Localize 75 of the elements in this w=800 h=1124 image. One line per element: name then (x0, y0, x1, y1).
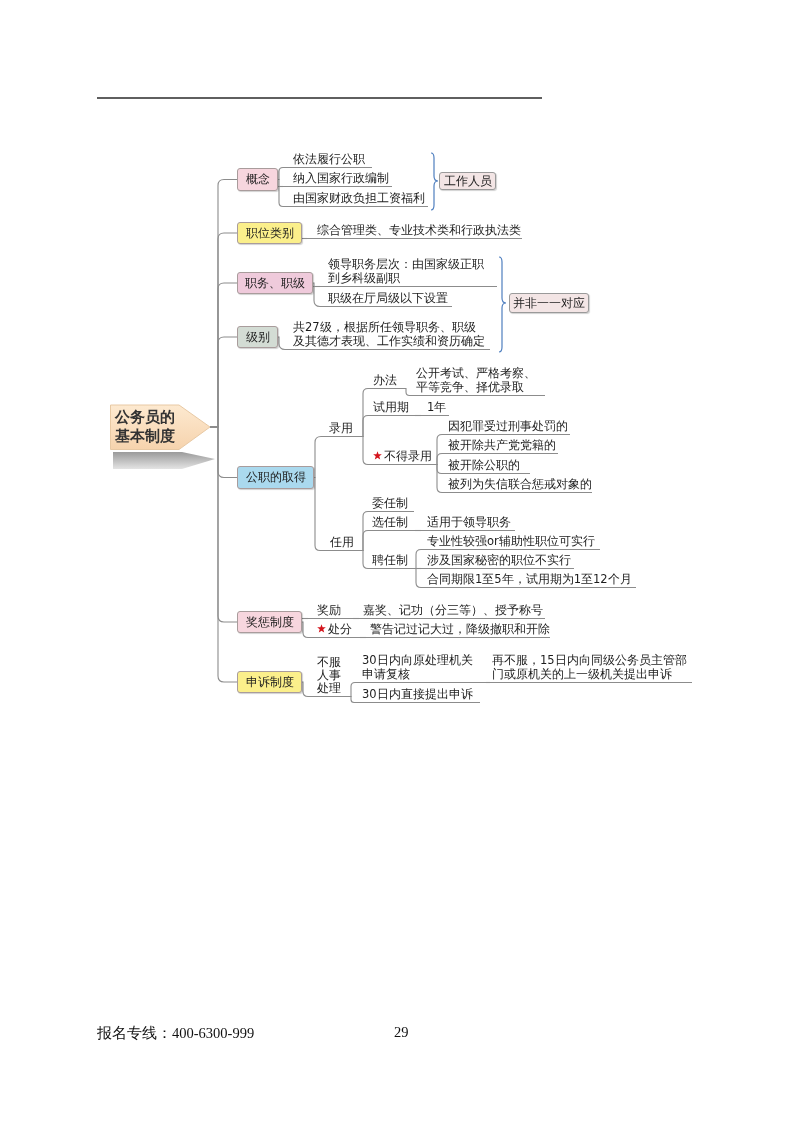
underlined-topic: 被开除公职的 (442, 458, 530, 474)
connector-line (435, 452, 443, 466)
connector-line (301, 237, 308, 240)
underlined-topic: 委任制 (368, 496, 414, 512)
underlined-topic (368, 449, 436, 465)
branch-box: 奖惩制度 (237, 611, 302, 633)
topic-text: 处分 (328, 622, 352, 636)
underlined-topic: 职级在厅局级以下设置 (320, 291, 452, 307)
underlined-topic: 1年 (421, 400, 449, 416)
branch-box: 职务、职级 (237, 272, 313, 294)
underlined-topic: 领导职务层次：由国家级正职到乡科级副职 (320, 258, 497, 287)
branch-box: 公职的取得 (237, 466, 314, 489)
connector-line (361, 414, 369, 438)
underlined-topic: 因犯罪受过刑事处罚的 (442, 419, 570, 435)
connector-line (352, 617, 360, 620)
connector-line (361, 435, 369, 466)
underlined-topic: 公开考试、严格考察、平等竞争、择优录取 (411, 367, 545, 396)
underlined-topic: 30日内直接提出申诉 (355, 687, 480, 703)
underlined-topic: 警告记过记大过，降级撤职和开除 (366, 622, 550, 638)
connector-line (277, 178, 284, 208)
branch-box: 级别 (237, 326, 278, 348)
underlined-topic: 被开除共产党党籍的 (442, 438, 558, 454)
underlined-topic: 录用 (321, 421, 362, 437)
underlined-topic: 专业性较强or辅助性职位可实行 (421, 534, 600, 550)
summary-box: 工作人员 (439, 172, 496, 190)
connector-line (301, 681, 309, 698)
branch-box: 申诉制度 (237, 671, 302, 693)
connector-line (313, 435, 322, 479)
footer-hotline: 报名专线：400-6300-999 (97, 1024, 255, 1043)
connector-line (277, 336, 286, 351)
branch-box: 概念 (237, 168, 278, 191)
underlined-topic: 30日内向原处理机关申请复核 (355, 654, 486, 683)
underlined-topic: 涉及国家秘密的职位不实行 (421, 553, 574, 569)
branch-box: 职位类别 (237, 222, 302, 244)
underlined-topic: 共27级，根据所任领导职务、职级及其德才表现、工作实绩和资历确定 (285, 321, 490, 350)
summary-box: 并非一一对应 (509, 293, 589, 313)
underlined-topic: 嘉奖、记功（分三等）、授予称号 (359, 603, 545, 619)
connector-line (485, 681, 491, 684)
underlined-topic: 被列为失信联合惩戒对象的 (442, 477, 592, 493)
connector-line (359, 636, 367, 639)
connector-line (301, 617, 309, 620)
connector-line (312, 282, 321, 308)
page-number: 29 (394, 1024, 409, 1041)
connector-line (404, 387, 412, 397)
underlined-topic: 奖励 (308, 603, 353, 619)
underlined-topic (308, 622, 360, 638)
connector-line (313, 476, 321, 552)
underlined-topic: 聘任制 (368, 553, 415, 569)
topic-text: 不得录用 (384, 449, 432, 463)
connector-line (435, 463, 443, 494)
underlined-topic: 综合管理类、专业技术类和行政执法类 (307, 223, 522, 239)
connector-line (414, 567, 422, 589)
connector-line (361, 549, 369, 570)
connector-line (277, 185, 284, 188)
underlined-topic: 选任制 (368, 515, 415, 531)
connector-line (414, 567, 422, 570)
underlined-topic: 办法 (368, 373, 405, 389)
connector-line (414, 529, 422, 532)
connector-line (312, 285, 321, 288)
connector-line (414, 548, 422, 570)
connector-line (414, 414, 422, 417)
underlined-topic: 由国家财政负担工资福利 (283, 191, 428, 207)
underlined-topic: 任用 (320, 535, 362, 551)
underlined-topic: 依法履行公职 (283, 152, 372, 168)
underlined-topic: 再不服，15日内向同级公务员主管部门或原机关的上一级机关提出申诉 (490, 654, 692, 683)
connector-line (361, 529, 369, 552)
underlined-topic: 纳入国家行政编制 (283, 171, 392, 187)
connector-line (301, 621, 309, 639)
underlined-topic: 合同期限1至5年，试用期为1至12个月 (421, 572, 636, 588)
underlined-topic: 适用于领导职务 (421, 515, 515, 531)
connector-line (349, 681, 356, 698)
connector-line (277, 166, 284, 181)
underlined-topic: 不服人事处理 (308, 656, 350, 697)
underlined-topic: 试用期 (368, 400, 415, 416)
connector-line (349, 695, 356, 704)
